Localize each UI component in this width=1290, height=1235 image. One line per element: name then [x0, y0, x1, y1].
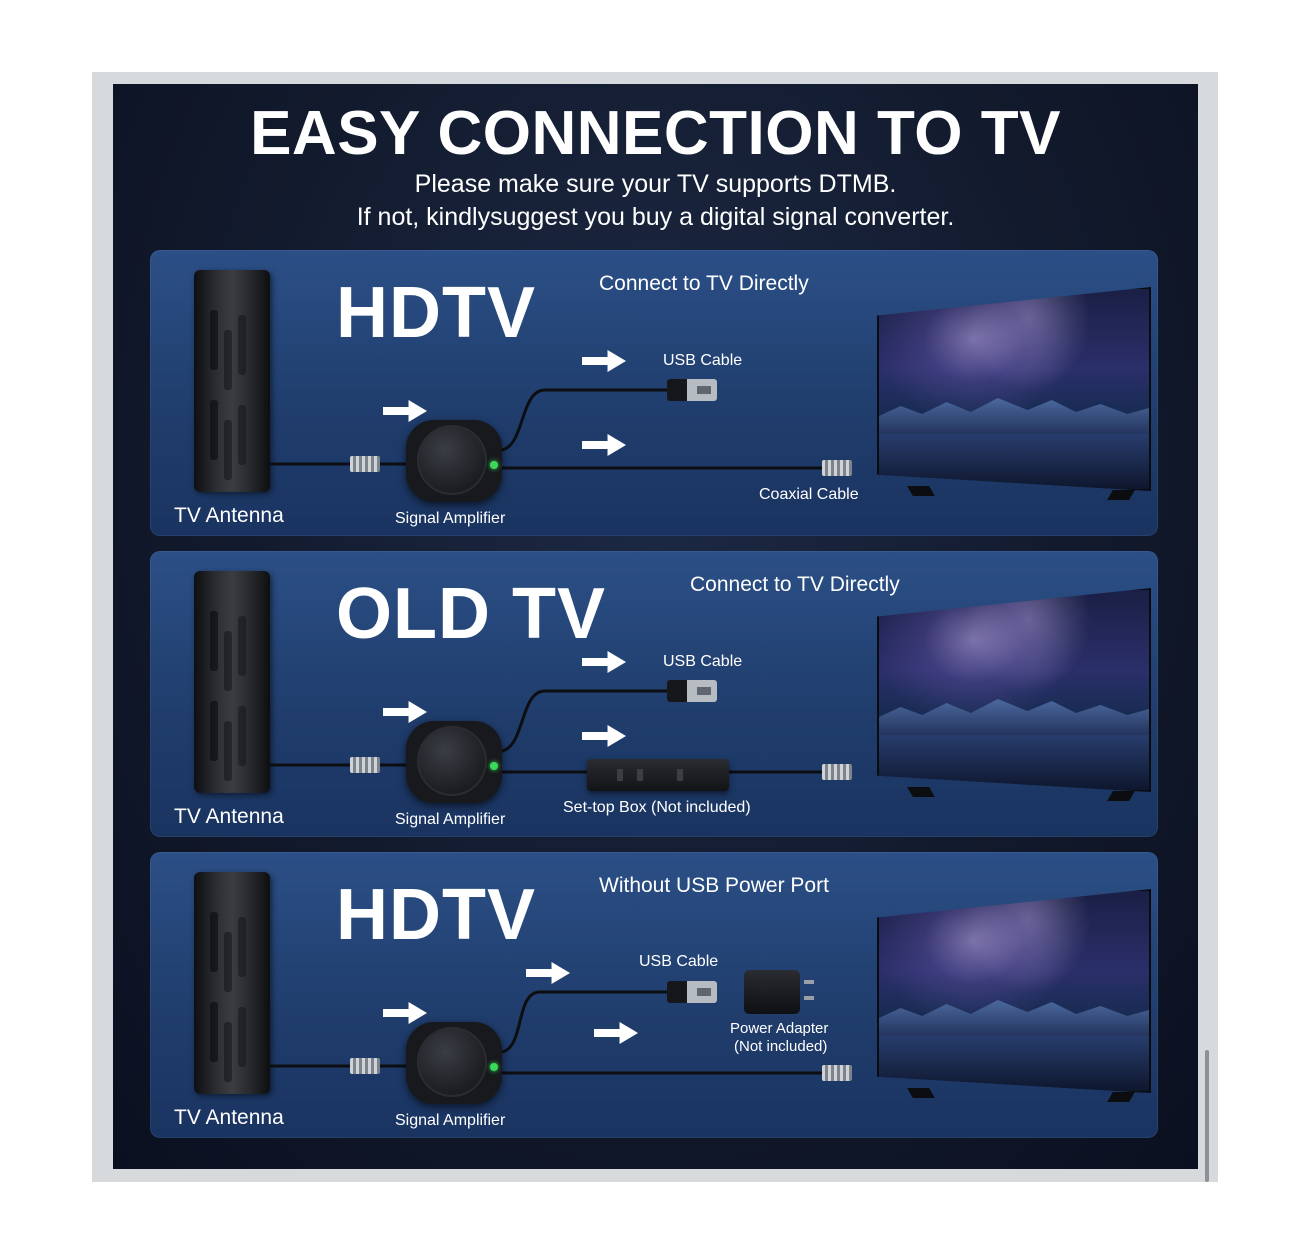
vertical-scrollbar[interactable]: [1205, 1050, 1209, 1182]
coaxial-cable-label: Coaxial Cable: [759, 486, 859, 503]
television-icon: [877, 287, 1151, 491]
poster-title: EASY CONNECTION TO TV: [250, 99, 1061, 168]
panel-heading: HDTV: [336, 273, 536, 353]
panel-heading: OLD TV: [336, 574, 606, 654]
coaxial-plug-icon: [350, 1058, 380, 1074]
power-led-icon: [490, 461, 498, 469]
television-icon: [877, 889, 1151, 1093]
panel-hdtv-direct: HDTV Connect to TV Directly USB Cable Co…: [150, 250, 1158, 536]
usb-plug-icon: [667, 680, 717, 702]
coaxial-plug-icon: [350, 456, 380, 472]
signal-amplifier-label: Signal Amplifier: [395, 1112, 506, 1129]
television-icon: [877, 588, 1151, 792]
signal-amplifier-icon: [406, 721, 502, 803]
tv-antenna-icon: [194, 872, 270, 1094]
usb-plug-icon: [667, 379, 717, 401]
signal-amplifier-label: Signal Amplifier: [395, 811, 506, 828]
usb-cable-label: USB Cable: [663, 653, 743, 670]
tv-antenna-label: TV Antenna: [174, 1106, 284, 1129]
panel-hdtv-without-usb-power: HDTV Without USB Power Port USB Cable Po…: [150, 852, 1158, 1138]
power-adapter-label: Power Adapter: [730, 1020, 829, 1037]
set-top-box-label: Set-top Box (Not included): [563, 799, 751, 816]
connection-mode: Without USB Power Port: [599, 874, 829, 897]
connection-poster: EASY CONNECTION TO TV Please make sure y…: [113, 84, 1198, 1169]
usb-cable-label: USB Cable: [639, 953, 719, 970]
coaxial-plug-icon: [350, 757, 380, 773]
tv-antenna-icon: [194, 270, 270, 492]
power-adapter-icon: [744, 970, 814, 1014]
tv-antenna-label: TV Antenna: [174, 504, 284, 527]
signal-amplifier-label: Signal Amplifier: [395, 510, 506, 527]
power-led-icon: [490, 1063, 498, 1071]
set-top-box-icon: [587, 759, 729, 791]
signal-amplifier-icon: [406, 420, 502, 502]
coaxial-plug-icon: [822, 764, 852, 780]
connection-mode: Connect to TV Directly: [599, 272, 809, 295]
panel-old-tv: OLD TV Connect to TV Directly USB Cable …: [150, 551, 1158, 837]
poster-subtitle-line-2: If not, kindlysuggest you buy a digital …: [356, 203, 955, 231]
cable-lines: [270, 990, 850, 1075]
power-led-icon: [490, 762, 498, 770]
connection-mode: Connect to TV Directly: [690, 573, 900, 596]
usb-plug-icon: [667, 981, 717, 1003]
cable-lines: [270, 388, 850, 470]
tv-antenna-icon: [194, 571, 270, 793]
coaxial-plug-icon: [822, 460, 852, 476]
usb-cable-label: USB Cable: [663, 352, 743, 369]
poster-subtitle-line-1: Please make sure your TV supports DTMB.: [414, 170, 897, 198]
power-adapter-note: (Not included): [734, 1038, 828, 1055]
tv-antenna-label: TV Antenna: [174, 805, 284, 828]
signal-amplifier-icon: [406, 1022, 502, 1104]
coaxial-plug-icon: [822, 1065, 852, 1081]
panel-heading: HDTV: [336, 875, 536, 955]
